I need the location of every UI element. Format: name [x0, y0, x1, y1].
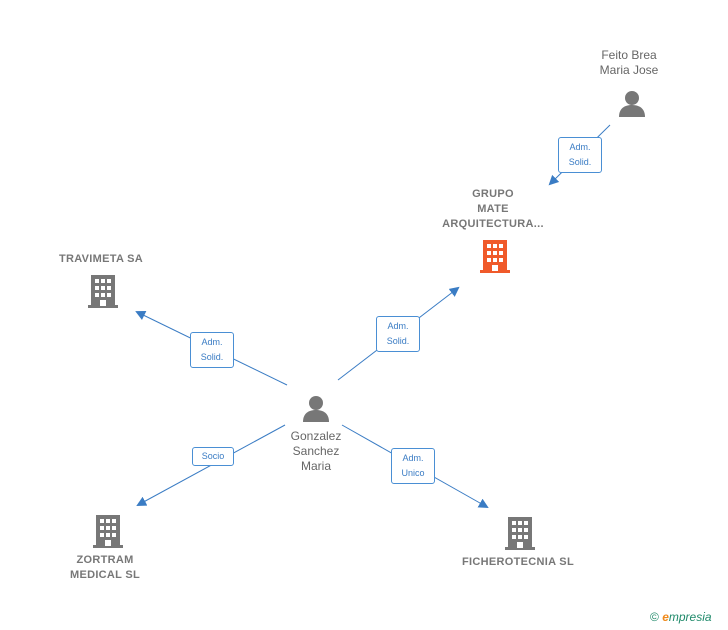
edge-label-gonzalez-ficherotecnia: Adm. Unico [391, 448, 435, 484]
person-icon[interactable] [301, 394, 331, 422]
company-name-ficherotecnia[interactable]: FICHEROTECNIA SL [462, 556, 574, 568]
edge-label-feito-grupo: Adm. Solid. [558, 137, 602, 173]
edge-label-gonzalez-travimeta: Adm. Solid. [190, 332, 234, 368]
company-name-travimeta[interactable]: TRAVIMETA SA [58, 253, 144, 265]
logo-rest: mpresia [668, 610, 712, 624]
copyright-symbol: © [650, 610, 659, 624]
building-icon[interactable] [92, 513, 124, 549]
edge-label-gonzalez-grupo: Adm. Solid. [376, 316, 420, 352]
person-name-gonzalez[interactable]: Gonzalez Sanchez Maria [290, 429, 342, 473]
building-icon[interactable] [504, 515, 536, 551]
company-name-zortram[interactable]: ZORTRAM MEDICAL SL [69, 554, 141, 581]
building-icon[interactable] [87, 273, 119, 309]
logo-initial: e [662, 610, 669, 624]
edge-label-gonzalez-zortram: Socio [192, 447, 234, 466]
empresia-logo: © empresia [650, 610, 712, 624]
person-icon[interactable] [617, 89, 647, 117]
building-icon[interactable] [479, 238, 511, 274]
person-name-feito[interactable]: Feito Brea Maria Jose [599, 48, 659, 77]
company-name-grupo[interactable]: GRUPO MATE ARQUITECTURA... [442, 188, 544, 230]
